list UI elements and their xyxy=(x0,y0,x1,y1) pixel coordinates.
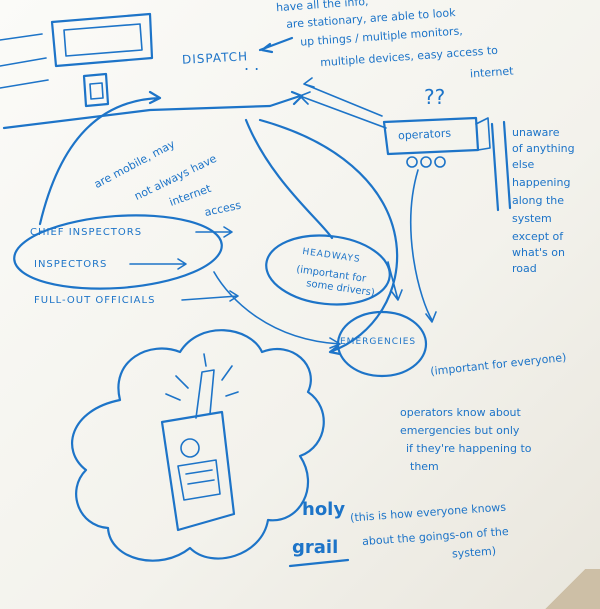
unaware-line: unaware xyxy=(512,126,560,139)
operators-question: ?? xyxy=(424,85,446,109)
chief-arrow xyxy=(195,226,233,238)
big-loop-curve xyxy=(258,118,399,356)
unaware-line: happening xyxy=(512,176,571,189)
headways-oval xyxy=(265,234,391,306)
chief-inspectors-label: CHIEF INSPECTORS xyxy=(30,227,143,238)
roles-to-emergencies-curve xyxy=(213,271,341,349)
unaware-line: system xyxy=(512,212,552,225)
operators-note-line1: operators know about xyxy=(400,406,521,419)
operators-note-line3: if they're happening to xyxy=(406,442,532,455)
unaware-line: of anything xyxy=(512,142,575,155)
handheld-device-icon xyxy=(160,353,239,532)
holy-word: holy xyxy=(302,499,346,520)
holy-grail-cloud xyxy=(71,329,325,562)
operators-note-line4: them xyxy=(410,460,439,473)
inspectors-arrow xyxy=(129,258,187,270)
grail-word: grail xyxy=(292,537,339,558)
page-edge xyxy=(530,569,600,609)
operators-note-line2: emergencies but only xyxy=(400,424,520,437)
grail-underline xyxy=(288,558,350,568)
unaware-line: except of xyxy=(512,230,564,243)
operators-to-emergencies-curve xyxy=(410,169,437,323)
unaware-line: what's on xyxy=(512,246,565,259)
headways-curve xyxy=(244,118,334,240)
arrow-to-dispatch-2 xyxy=(303,77,383,117)
unaware-line: road xyxy=(512,262,537,275)
unaware-line: else xyxy=(512,158,535,171)
inspectors-label: INSPECTORS xyxy=(34,259,108,270)
monitor-icon xyxy=(0,12,154,89)
unaware-line: along the xyxy=(512,194,565,207)
operators-bus-icon xyxy=(382,116,491,168)
arrow-to-dispatch xyxy=(258,36,294,54)
separator-lines xyxy=(490,120,512,212)
emergencies-title: EMERGENCIES xyxy=(340,337,417,347)
full-out-officials-label: FULL-OUT OFFICIALS xyxy=(34,295,156,306)
roles-oval xyxy=(13,214,223,290)
emergencies-oval xyxy=(336,310,428,378)
desktop-device-icon xyxy=(82,72,110,108)
dispatch-dots: . . xyxy=(244,55,260,74)
roles-to-dispatch-curve xyxy=(38,90,162,226)
arrow-operators-dispatch xyxy=(299,91,387,129)
officials-arrow xyxy=(181,290,239,302)
operators-label: operators xyxy=(397,126,452,143)
